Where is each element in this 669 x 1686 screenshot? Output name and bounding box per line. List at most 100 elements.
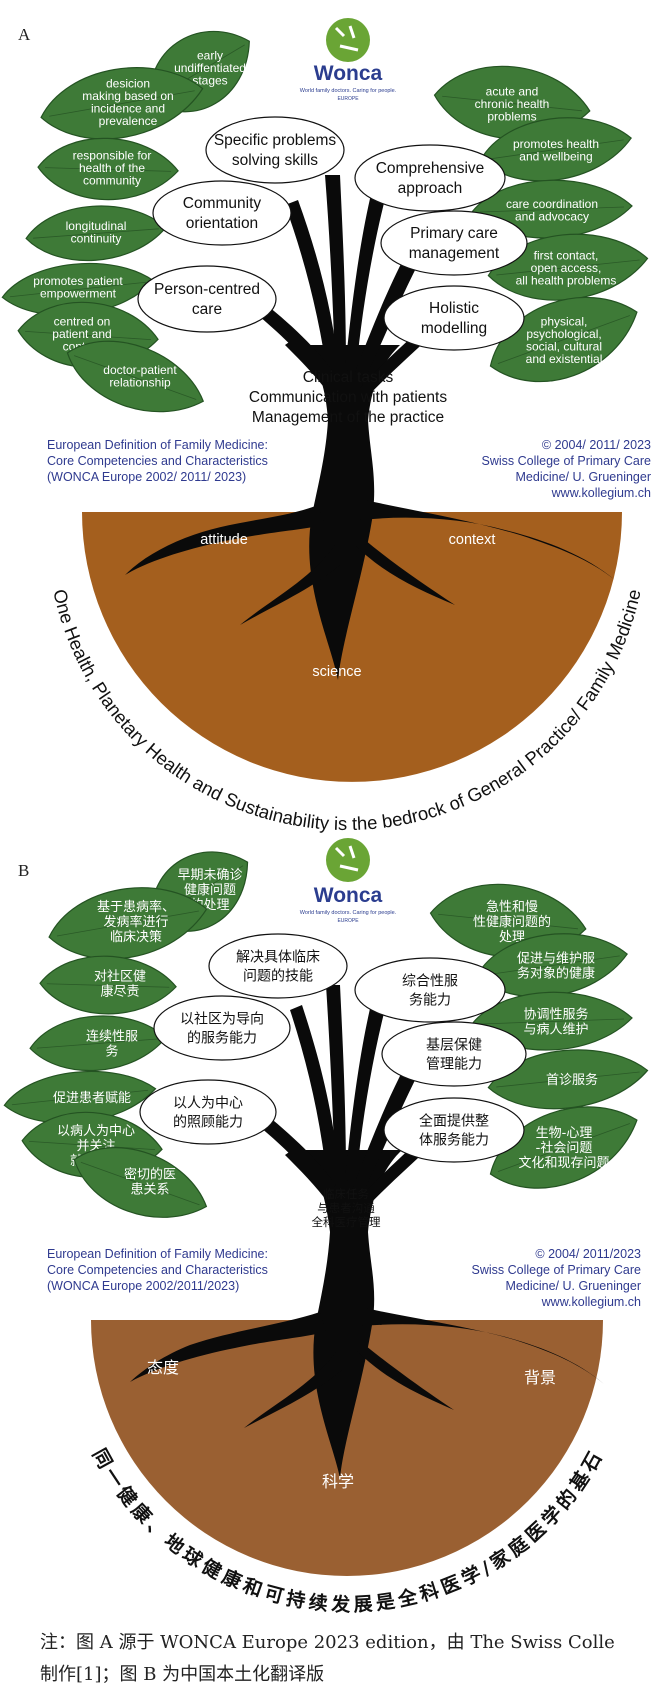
soil-label-kexue: 科学 (322, 1472, 354, 1491)
oval-shape (139, 1079, 277, 1145)
right-info-a-line: Swiss College of Primary Care (482, 454, 652, 468)
leavesB-right: 急性和慢性健康问题的处理促进与维护服务对象的健康协调性服务与病人维护首诊服务生物… (429, 883, 649, 1189)
tree-roots-b (130, 1232, 604, 1478)
oval-shape (152, 180, 292, 246)
clinical-a-line: Communication with patients (249, 389, 447, 406)
leaf-care-coord-line: 协调性服务 (523, 1007, 588, 1023)
leaf-longitudinal-line: 务 (105, 1044, 118, 1060)
soil-label-context: context (449, 532, 496, 548)
leaf-longitudinal-line: 连续性服 (86, 1029, 138, 1045)
oval-specific-line: solving skills (232, 152, 318, 169)
oval-primary: Primary care management (380, 210, 528, 276)
leaf-acute-line: chronic health (475, 97, 550, 111)
left-info-b-line: (WONCA Europe 2002/2011/2023) (47, 1279, 239, 1293)
wonca-logo-b: Wonca World family doctors. Caring for p… (300, 838, 397, 924)
oval-person-line: Person-centred (154, 281, 260, 298)
leaf-physical: physical,psychological,social, culturala… (489, 296, 638, 382)
leaf-desicion-line: 发病率进行 (103, 914, 168, 930)
leaf-vein (29, 1141, 155, 1151)
oval-holistic-line: modelling (421, 320, 487, 337)
soil-half-disc-a (82, 512, 622, 782)
oval-holistic-line: 体服务能力 (419, 1133, 489, 1149)
panel-b-letter: B (18, 861, 29, 880)
soil-label-beijing: 背景 (524, 1368, 556, 1387)
leaf-care-coord-line: care coordination (506, 197, 598, 211)
left-info-a: European Definition of Family Medicine:C… (47, 438, 268, 484)
leaf-responsible-line: community (83, 174, 141, 188)
wonca-tagline: World family doctors. Caring for people. (300, 88, 397, 94)
oval-holistic-line: Holistic (429, 300, 479, 317)
oval-primary-line: 基层保健 (426, 1037, 482, 1054)
wonca-region-b: EUROPE (337, 918, 359, 924)
leaf-vein (46, 983, 170, 988)
leaf-early-line: 健康问题 (184, 882, 236, 898)
oval-primary-line: Primary care (410, 225, 498, 242)
wonca-logo-a: Wonca World family doctors. Caring for p… (300, 18, 397, 102)
oval-community-line: orientation (186, 215, 258, 232)
oval-comprehensive-line: approach (398, 180, 463, 197)
leaf-promotes-health-line: and wellbeing (519, 149, 592, 163)
leaf-vein (33, 228, 159, 239)
right-info-b-line: www.kollegium.ch (541, 1295, 641, 1309)
oval-person-line: care (192, 301, 222, 318)
wonca-globe-icon (326, 18, 370, 62)
leaf-vein (9, 281, 147, 298)
leaf-vein (438, 913, 578, 930)
oval-comprehensive-line: 综合性服 (402, 974, 458, 990)
figure-note-line1: 注：图 A 源于 WONCA Europe 2023 edition，由 The… (40, 1632, 615, 1653)
leaf-promotes-patient-line: empowerment (40, 286, 117, 300)
leaf-responsible-line: 康尽责 (100, 984, 139, 1000)
wonca-tagline-b: World family doctors. Caring for people. (300, 910, 397, 916)
leaf-promotes-patient-line: promotes patient (33, 274, 123, 288)
leaf-promotes-health-line: 促进与维护服 (517, 952, 595, 967)
leaf-desicion-line: making based on (82, 89, 173, 103)
right-info-a-line: Medicine/ U. Grueninger (516, 470, 651, 484)
leaf-physical-line: physical, (541, 314, 588, 328)
oval-community-line: 以社区为导向 (180, 1012, 264, 1028)
leaf-vein (442, 95, 582, 112)
leaf-vein (496, 259, 640, 276)
oval-primary-line: management (409, 245, 500, 262)
left-info-b: European Definition of Family Medicine:C… (47, 1247, 268, 1293)
left-info-b-line: Core Competencies and Characteristics (47, 1263, 268, 1277)
oval-comprehensive-line: 务能力 (409, 993, 451, 1009)
leaf-acute-line: 处理 (499, 930, 525, 945)
leaf-physical-line: 生物-心理 (536, 1126, 593, 1141)
panel-b: B 早期未确诊健康问题的处理基于患病率、发病率进行临床决策对社区健康尽责连续性服… (3, 838, 649, 1616)
right-info-a-line: © 2004/ 2011/ 2023 (542, 438, 651, 452)
oval-person: Person-centred care (137, 265, 277, 333)
leaf-physical-line: social, cultural (526, 339, 602, 353)
leaf-responsible-line: health of the (79, 161, 145, 175)
oval-shape (354, 144, 506, 212)
figure-note-line2: 制作[1]；图 B 为中国本土化翻译版 (40, 1664, 325, 1685)
leaf-desicion-line: incidence and (91, 101, 165, 115)
oval-specific-line: 问题的技能 (243, 969, 313, 985)
leaf-first-contact-line: open access, (531, 261, 602, 275)
oval-shape (381, 1021, 527, 1087)
oval-shape (153, 995, 291, 1061)
leaf-vein (496, 1071, 640, 1088)
clinical-a-line: Clinical tasks (303, 369, 394, 386)
leaf-vein (36, 1038, 160, 1049)
leaf-doctor-line: doctor-patient (103, 363, 177, 377)
right-info-b-line: Medicine/ U. Grueninger (506, 1279, 641, 1293)
leaf-early-line: early (197, 49, 223, 63)
leaf-physical-line: -社会问题 (536, 1140, 593, 1156)
leaf-acute-line: problems (487, 110, 536, 124)
clinical-a-line: Management of the practice (252, 409, 444, 426)
oval-specific-line: 解决具体临床 (236, 950, 320, 966)
